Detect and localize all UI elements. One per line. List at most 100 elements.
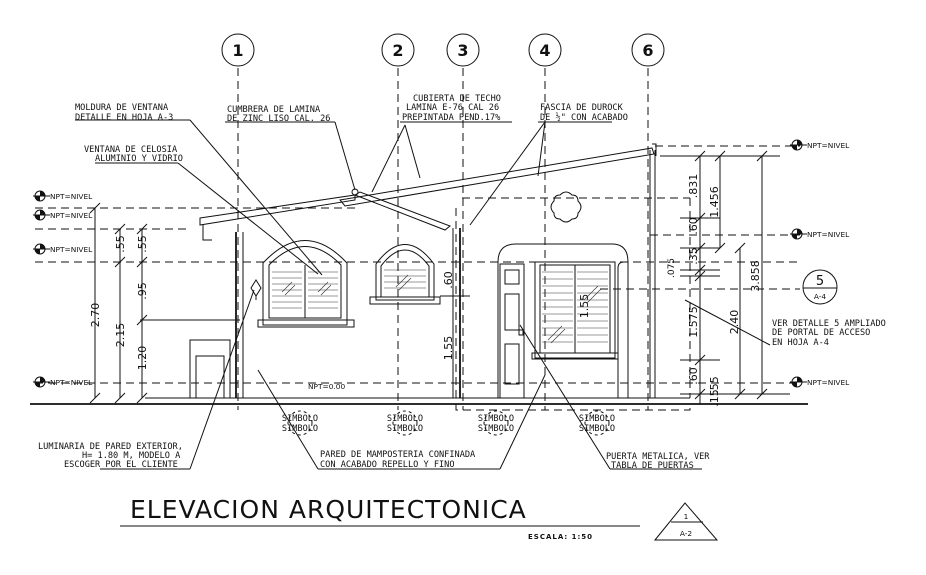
- detail-bubble: 5 A-4: [802, 269, 838, 305]
- callout-moldura: MOLDURA DE VENTANA DETALLE EN HOJA A-3: [75, 103, 173, 123]
- window-right: [531, 261, 619, 360]
- grid-bubble-1: 1: [221, 33, 255, 67]
- svg-text:NPT=NIVEL: NPT=NIVEL: [50, 211, 93, 220]
- svg-text:SIMBOLO: SIMBOLO: [579, 424, 615, 434]
- svg-text:CUMBRERA DE LAMINA: CUMBRERA DE LAMINA: [227, 105, 321, 115]
- dim-left-b: .55: [136, 235, 149, 253]
- svg-text:H= 1.80 M, MODELO A: H= 1.80 M, MODELO A: [82, 451, 181, 461]
- svg-text:ALUMINIO Y VIDRIO: ALUMINIO Y VIDRIO: [95, 154, 183, 164]
- window-left: [257, 240, 355, 328]
- svg-text:NPT=NIVEL: NPT=NIVEL: [807, 230, 850, 239]
- decorative-quatrefoil: [550, 191, 582, 223]
- svg-text:1: 1: [684, 512, 689, 521]
- sheet-reference-triangle: 1 A-2: [653, 502, 719, 541]
- dim-left-c: .95: [136, 282, 149, 300]
- svg-text:DETALLE EN HOJA A-3: DETALLE EN HOJA A-3: [75, 113, 173, 123]
- dim-left-d: 1.20: [136, 346, 149, 371]
- door-dimensions: .60 1.55 1.55: [440, 262, 591, 398]
- svg-text:PUERTA METALICA, VER: PUERTA METALICA, VER: [606, 452, 710, 462]
- dim-left-mid: 2.15: [114, 323, 127, 348]
- svg-text:NPT=NIVEL: NPT=NIVEL: [50, 192, 93, 201]
- dim-right-15: .15: [708, 389, 721, 407]
- left-dimensions: 2.70 2.15 .55 .55 .95 1.20: [89, 202, 240, 404]
- svg-text:SIMBOLO: SIMBOLO: [282, 424, 318, 434]
- svg-text:6: 6: [642, 41, 653, 60]
- dim-door-60: .60: [442, 271, 455, 289]
- level-marker-left-2: NPT=NIVEL: [33, 209, 93, 221]
- level-marker-left-3: NPT=NIVEL: [33, 243, 93, 255]
- svg-text:A-4: A-4: [814, 292, 827, 301]
- dim-right-831: .831: [687, 174, 700, 199]
- dim-right-075: .075: [667, 258, 677, 278]
- svg-text:SIMBOLO: SIMBOLO: [478, 414, 514, 424]
- dim-right-60b: .60: [687, 367, 700, 385]
- symbol-marker-2: SIMBOLO SIMBOLO: [387, 410, 423, 436]
- symbol-marker-3: SIMBOLO SIMBOLO: [478, 410, 514, 436]
- callout-cubierta: CUBIERTA DE TECHO LAMINA E-76 CAL 26 PRE…: [402, 94, 501, 123]
- svg-text:CUBIERTA DE TECHO: CUBIERTA DE TECHO: [413, 94, 501, 104]
- svg-text:SIMBOLO: SIMBOLO: [282, 414, 318, 424]
- svg-text:SIMBOLO: SIMBOLO: [387, 414, 423, 424]
- svg-text:4: 4: [539, 41, 550, 60]
- drawing-scale: ESCALA: 1:50: [528, 533, 593, 541]
- dim-right-55: .55: [708, 376, 721, 394]
- dim-right-35: .35: [687, 247, 700, 265]
- svg-text:NPT=NIVEL: NPT=NIVEL: [50, 245, 93, 254]
- level-marker-right-3: NPT=NIVEL: [790, 376, 850, 388]
- svg-text:DE ½" CON ACABADO: DE ½" CON ACABADO: [540, 112, 628, 123]
- svg-text:TABLA DE PUERTAS: TABLA DE PUERTAS: [611, 461, 694, 471]
- svg-text:2: 2: [392, 41, 403, 60]
- svg-text:PREPINTADA PEND.17%: PREPINTADA PEND.17%: [402, 113, 501, 123]
- svg-text:SIMBOLO: SIMBOLO: [478, 424, 514, 434]
- dim-right-1456: 1.456: [708, 186, 721, 218]
- level-marker-left-1: NPT=NIVEL: [33, 190, 93, 202]
- building-walls: [235, 150, 691, 411]
- svg-text:MOLDURA DE VENTANA: MOLDURA DE VENTANA: [75, 103, 169, 113]
- svg-text:SIMBOLO: SIMBOLO: [387, 424, 423, 434]
- svg-text:5: 5: [816, 274, 824, 289]
- level-marker-left-4: NPT=NIVEL: [33, 376, 93, 388]
- svg-text:VER DETALLE 5 AMPLIADO: VER DETALLE 5 AMPLIADO: [772, 319, 886, 329]
- dim-right-1575: 1.575: [687, 306, 700, 338]
- callout-leaders: [75, 119, 771, 470]
- svg-text:ESCOGER POR EL CLIENTE: ESCOGER POR EL CLIENTE: [64, 460, 178, 470]
- dim-right-60: .60: [687, 217, 700, 235]
- callout-ventana: VENTANA DE CELOSIA ALUMINIO Y VIDRIO: [84, 145, 183, 164]
- callout-pared: PARED DE MAMPOSTERIA CONFINADA CON ACABA…: [320, 450, 476, 470]
- meter-box: [189, 339, 231, 399]
- symbol-marker-4: SIMBOLO SIMBOLO: [579, 410, 615, 436]
- dim-window-155: 1.55: [578, 294, 591, 319]
- level-marker-right-2: NPT=NIVEL: [790, 228, 850, 240]
- svg-text:NPT=NIVEL: NPT=NIVEL: [807, 141, 850, 150]
- dim-left-a: .55: [114, 235, 127, 253]
- dim-left-outer: 2.70: [89, 303, 102, 328]
- wall-lamp-icon: [250, 279, 262, 300]
- svg-text:CON ACABADO REPELLO Y FINO: CON ACABADO REPELLO Y FINO: [320, 460, 455, 470]
- svg-text:NPT=NIVEL: NPT=NIVEL: [50, 378, 93, 387]
- svg-text:SIMBOLO: SIMBOLO: [579, 414, 615, 424]
- floor-level-label: NPT=0.00: [308, 382, 345, 391]
- svg-text:EN HOJA A-4: EN HOJA A-4: [772, 338, 829, 348]
- grid-axes: [237, 68, 649, 410]
- dim-right-240: 2.40: [728, 310, 741, 335]
- level-marker-right-1: NPT=NIVEL: [790, 139, 850, 151]
- grid-bubble-3: 3: [446, 33, 480, 67]
- svg-text:A-2: A-2: [680, 529, 692, 538]
- drawing-title: ELEVACION ARQUITECTONICA: [130, 495, 527, 524]
- svg-text:NPT=NIVEL: NPT=NIVEL: [807, 378, 850, 387]
- svg-text:FASCIA DE DUROCK: FASCIA DE DUROCK: [540, 103, 624, 113]
- svg-text:LAMINA E-76 CAL 26: LAMINA E-76 CAL 26: [406, 103, 499, 113]
- window-small: [369, 244, 441, 305]
- callout-fascia: FASCIA DE DUROCK DE ½" CON ACABADO: [540, 103, 628, 123]
- grid-bubble-6: 6: [631, 33, 665, 67]
- svg-text:PARED DE MAMPOSTERIA CONFINADA: PARED DE MAMPOSTERIA CONFINADA: [320, 450, 476, 460]
- svg-text:3: 3: [457, 41, 468, 60]
- svg-text:DE PORTAL DE ACCESO: DE PORTAL DE ACCESO: [772, 328, 870, 338]
- svg-text:VENTANA DE CELOSIA: VENTANA DE CELOSIA: [84, 145, 178, 155]
- right-dimensions: .831 .60 .35 .075 1.575 .60 .55 .15 1.45…: [660, 150, 790, 407]
- svg-text:1: 1: [232, 41, 243, 60]
- symbol-marker-1: SIMBOLO SIMBOLO: [282, 410, 318, 436]
- grid-bubble-2: 2: [381, 33, 415, 67]
- dim-right-3858: 3.858: [749, 260, 762, 292]
- roof: [199, 143, 657, 241]
